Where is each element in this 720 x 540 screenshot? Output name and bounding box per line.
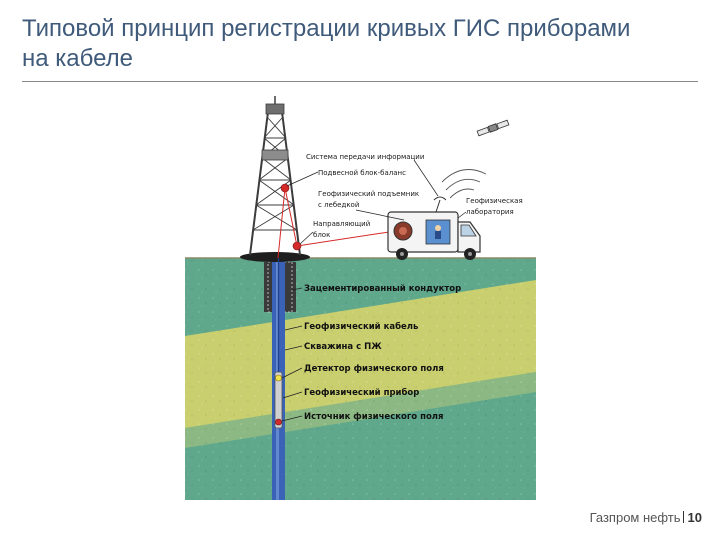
source-icon: [275, 418, 282, 426]
rig-leg-left: [249, 111, 269, 256]
leader-conductor: [291, 287, 303, 291]
cable-to-guide: [284, 187, 298, 247]
leader-detector: [281, 367, 303, 379]
label-hoist-line-1: Геофизический подъемник: [318, 190, 419, 198]
label-detector: Детектор физического поля: [304, 364, 444, 374]
subsurface-formation: [185, 257, 536, 500]
operator-body: [435, 231, 441, 239]
leader-source: [281, 415, 303, 422]
cable-derrick-segment: [277, 187, 286, 259]
leader-guide-block: [299, 231, 314, 245]
label-cable: Геофизический кабель: [304, 321, 418, 332]
rig-base: [240, 252, 310, 262]
satellite-dish-icon: [433, 196, 447, 213]
slide-footer: Газпром нефть 10: [590, 510, 702, 525]
label-hoist-line-2: с лебедкой: [318, 201, 359, 209]
label-conductor: Зацементированный кондуктор: [304, 284, 461, 294]
label-lab-line-2: лаборатория: [466, 208, 514, 216]
leader-info-system: [413, 159, 439, 197]
drilling-rig: [240, 96, 310, 262]
logging-tool: [274, 371, 283, 429]
well-leader-lines: [281, 287, 303, 422]
soil-texture: [185, 258, 536, 500]
label-guide-line-1: Направляющий: [313, 220, 370, 228]
slide-title-line-1: Типовой принцип регистрации кривых ГИС п…: [22, 15, 631, 42]
satellite-icon: [476, 119, 510, 137]
footer-company: Газпром нефть: [589, 510, 681, 525]
leader-cable: [284, 325, 303, 331]
label-source: Источник физического поля: [304, 412, 443, 422]
leader-laboratory: [457, 211, 467, 219]
footer-page-number: 10: [687, 510, 702, 525]
leader-borehole: [284, 345, 303, 351]
slide-title-line-2: на кабеле: [22, 45, 134, 72]
title-divider: [22, 81, 698, 82]
winch-hub: [399, 227, 407, 235]
leader-hoist: [355, 209, 405, 221]
footer-separator: [682, 511, 684, 523]
cable-to-winch: [296, 229, 403, 247]
label-tool: Геофизический прибор: [304, 387, 419, 398]
signal-waves-icon: [441, 169, 487, 199]
geophysical-laboratory-truck: [387, 196, 481, 260]
rig-leg-right: [281, 111, 301, 256]
label-suspended-block: Подвесной блок-баланс: [318, 169, 406, 177]
crown-block: [265, 103, 285, 115]
label-info-system: Система передачи информации: [306, 153, 424, 161]
label-guide-line-2: блок: [313, 231, 330, 239]
surface-leader-lines: [286, 159, 467, 245]
slide-title: Типовой принцип регистрации кривых ГИС п…: [22, 14, 702, 74]
label-lab-line-1: Геофизическая: [466, 197, 523, 205]
leader-suspended-block: [286, 171, 319, 187]
label-borehole: Скважина с ПЖ: [304, 342, 382, 352]
detector-icon: [275, 374, 282, 382]
rig-platform: [261, 149, 289, 161]
leader-tool: [282, 391, 303, 399]
truck-window: [460, 224, 477, 237]
operator-icon: [435, 225, 441, 231]
logging-cable: [277, 187, 403, 259]
